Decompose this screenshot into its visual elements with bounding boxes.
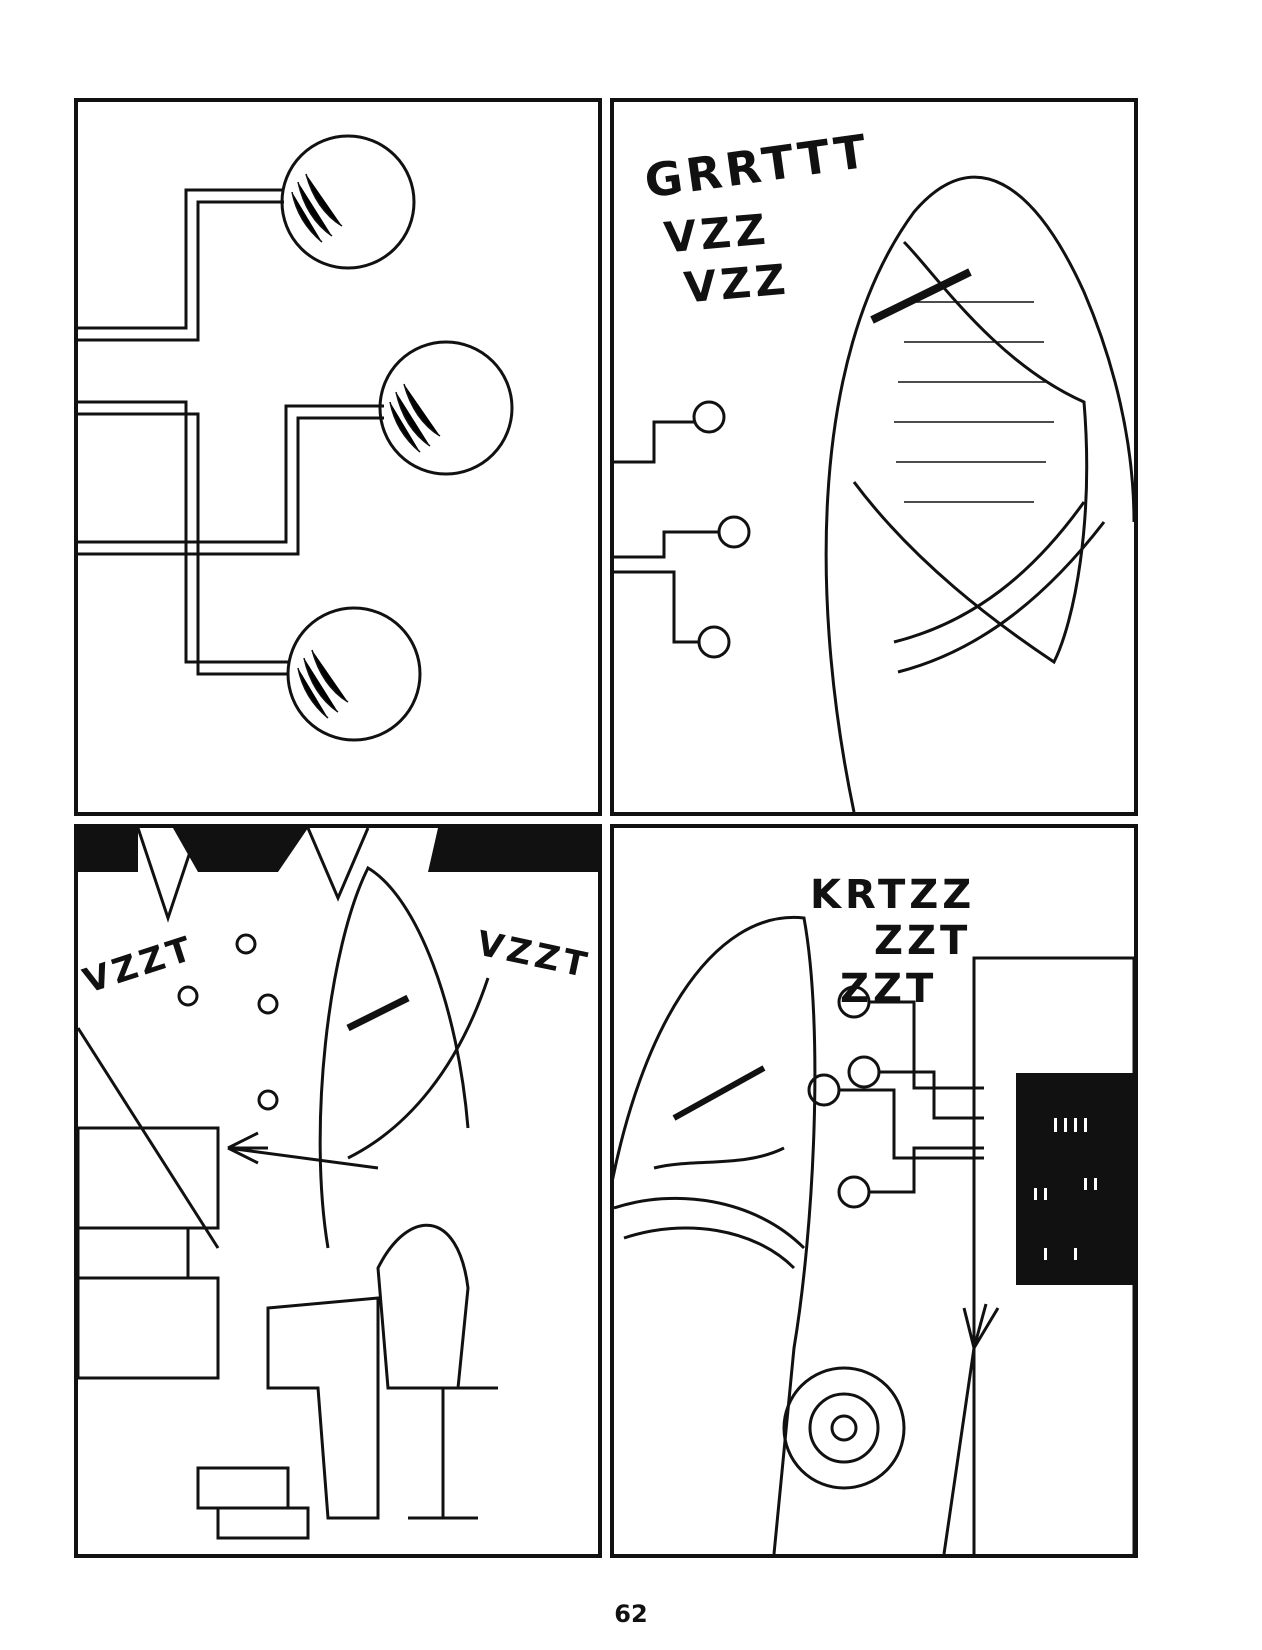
circuit-spheres-drawing [78, 134, 514, 742]
helmet-closeup-drawing [614, 175, 1134, 812]
panel-control-screen: KRTZZ ZZT ZZT [610, 824, 1138, 1558]
sound-effect-zzt: ZZT [840, 966, 938, 1012]
panel-seated-figure: VZZT VZZT [74, 824, 602, 1558]
sound-effect-vzz: VZZ [662, 204, 772, 263]
panel-helmet-closeup: GRRTTT VZZ VZZ [610, 98, 1138, 816]
panel-circuit-spheres [74, 98, 602, 816]
sound-effect-zzt: ZZT [874, 918, 972, 964]
sound-effect-vzz: VZZ [682, 254, 792, 313]
sound-effect-krtzz: KRTZZ [810, 872, 976, 918]
seated-figure-drawing [78, 828, 598, 1540]
page-number: 62 [614, 1600, 648, 1628]
control-screen-drawing [614, 915, 1134, 1554]
